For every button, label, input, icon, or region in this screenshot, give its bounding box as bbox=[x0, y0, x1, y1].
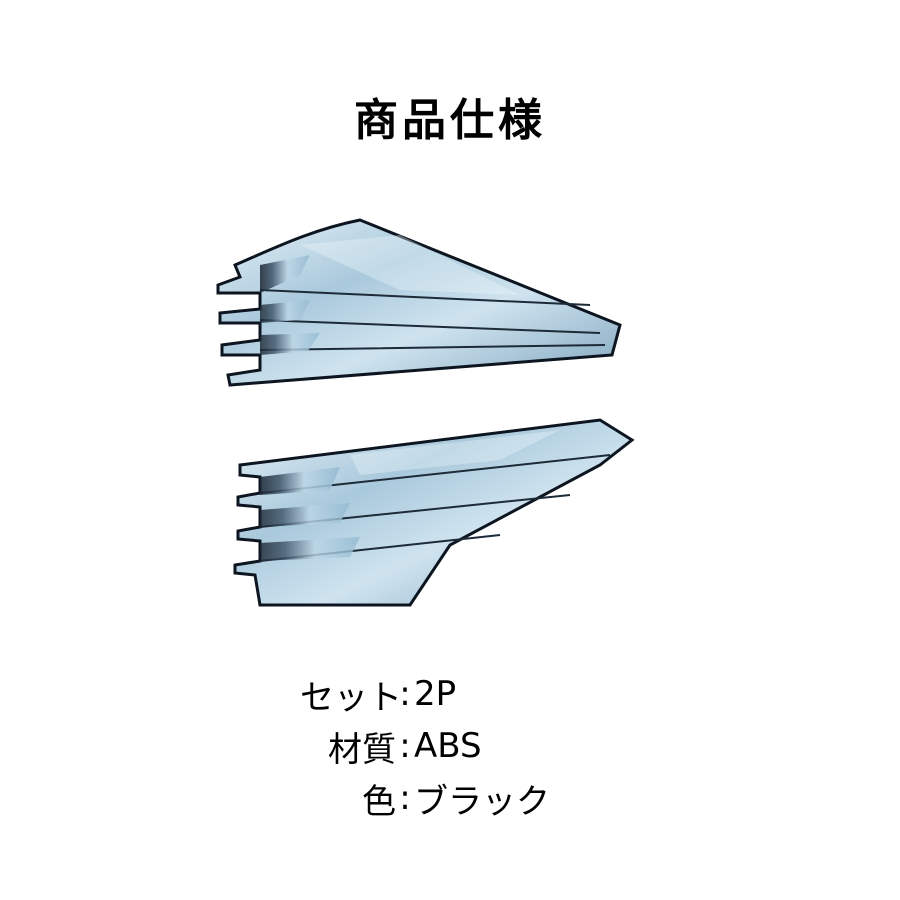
spec-label: セット bbox=[300, 677, 402, 718]
spec-value: ブラック bbox=[414, 781, 550, 822]
spec-row-set: セット : 2P bbox=[300, 668, 700, 720]
spec-label: 材質 bbox=[328, 729, 396, 770]
product-image bbox=[216, 218, 635, 607]
vent-cover-upper bbox=[216, 218, 622, 387]
spec-separator: : bbox=[399, 674, 411, 714]
spec-row-material: 材質 : ABS bbox=[300, 720, 700, 772]
spec-label: 色 bbox=[362, 781, 396, 822]
vent-cover-lower bbox=[233, 418, 635, 607]
spec-separator: : bbox=[399, 778, 411, 818]
spec-value: 2P bbox=[414, 674, 457, 714]
spec-value: ABS bbox=[414, 726, 482, 766]
spec-list: セット : 2P 材質 : ABS 色 : ブラック bbox=[300, 668, 700, 824]
spec-row-color: 色 : ブラック bbox=[300, 772, 700, 824]
spec-separator: : bbox=[399, 726, 411, 766]
page-title: 商品仕様 bbox=[354, 95, 546, 146]
